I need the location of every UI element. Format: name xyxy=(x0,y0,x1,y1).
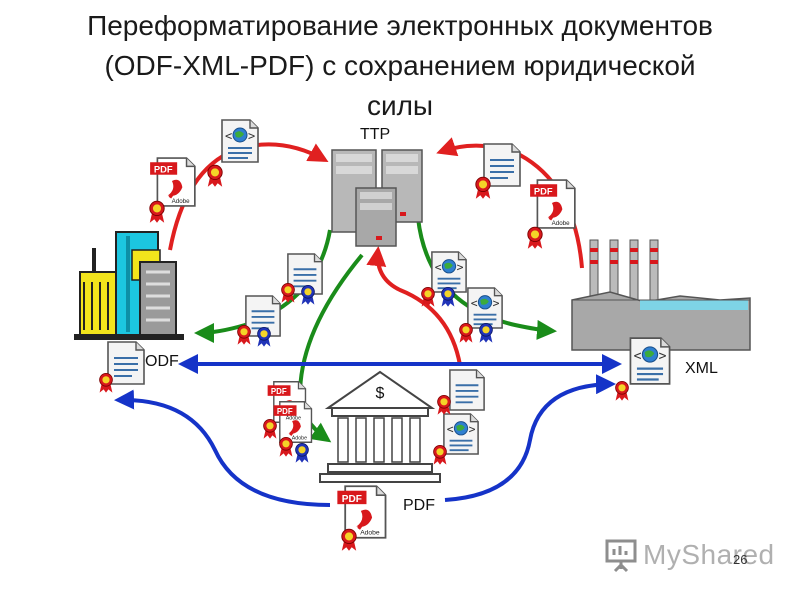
seal-icon xyxy=(301,284,315,306)
seal-icon xyxy=(263,418,277,440)
seal-icon xyxy=(257,326,271,348)
xml-doc-icon xyxy=(430,251,468,293)
seal-icon xyxy=(99,372,113,394)
xml-factory xyxy=(571,239,751,351)
odf-doc-icon xyxy=(483,143,521,187)
seal-icon xyxy=(149,200,165,224)
seal-icon xyxy=(341,528,357,552)
watermark: MyShared xyxy=(605,537,774,577)
adobe-badge-text: Adobe xyxy=(286,416,301,422)
seal-icon xyxy=(281,282,295,304)
seal-icon xyxy=(421,286,435,308)
xml-doc-icon xyxy=(442,413,480,455)
pdf-label: PDF xyxy=(403,497,435,514)
page-number: 26 xyxy=(733,552,748,567)
seal-icon xyxy=(433,444,447,466)
seal-icon xyxy=(527,226,543,250)
odf-label: ODF xyxy=(145,353,179,370)
seal-icon xyxy=(615,380,629,402)
pdf-badge-text: PDF xyxy=(271,387,287,396)
xml-doc-icon xyxy=(466,287,504,329)
pdf-badge-text: PDF xyxy=(154,165,173,175)
odf-doc-icon xyxy=(448,369,486,411)
adobe-badge-text: Adobe xyxy=(292,436,307,442)
seal-icon xyxy=(237,324,251,346)
seal-icon xyxy=(207,164,223,188)
pdf-badge-text: PDF xyxy=(277,407,293,416)
slide-title: Переформатирование электронных документо… xyxy=(20,6,780,126)
presentation-icon xyxy=(605,539,637,573)
xml-label: XML xyxy=(685,360,718,377)
odf-doc-icon xyxy=(107,341,145,385)
seal-icon xyxy=(437,394,451,416)
blue-arrows xyxy=(114,354,622,507)
title-line-3: силы xyxy=(366,90,434,121)
ttp-servers xyxy=(331,149,423,247)
pdf-bank: $ xyxy=(319,370,441,483)
ttp-label: TTP xyxy=(360,126,391,143)
pdf-badge-text: PDF xyxy=(342,494,362,505)
adobe-badge-text: Adobe xyxy=(172,198,191,205)
seal-icon xyxy=(279,436,293,458)
title-line-1: Переформатирование электронных документо… xyxy=(87,10,713,41)
xml-doc-icon xyxy=(629,337,671,385)
seal-icon xyxy=(295,442,309,464)
adobe-badge-text: Adobe xyxy=(360,529,380,536)
seal-icon xyxy=(459,322,473,344)
title-line-2: (ODF-XML-PDF) с сохранением юридической xyxy=(104,50,696,81)
odf-buildings xyxy=(74,231,184,340)
bank-symbol: $ xyxy=(376,385,385,402)
seal-icon xyxy=(479,322,493,344)
seal-icon xyxy=(441,286,455,308)
watermark-text: MyShared xyxy=(643,539,775,570)
seal-icon xyxy=(475,176,491,200)
xml-doc-icon xyxy=(221,119,259,163)
pdf-badge-text: PDF xyxy=(534,187,553,197)
adobe-badge-text: Adobe xyxy=(552,220,571,227)
